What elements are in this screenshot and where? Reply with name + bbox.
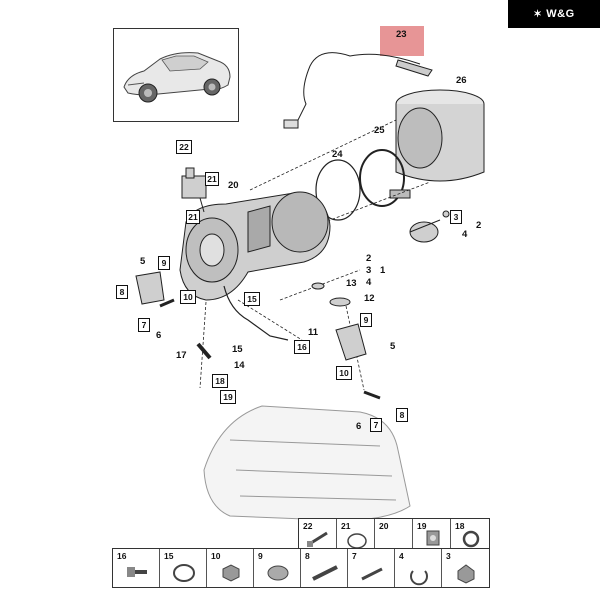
callout-21-bottom: 21 bbox=[186, 210, 200, 224]
banjo-bolt bbox=[196, 342, 212, 360]
callout-13: 13 bbox=[346, 278, 357, 289]
wastegate-actuator bbox=[409, 210, 450, 243]
callout-14: 14 bbox=[234, 360, 245, 371]
callout-12: 12 bbox=[364, 293, 375, 304]
callout-9-left: 9 bbox=[158, 256, 170, 270]
legend-cell-3: 3 bbox=[442, 549, 489, 587]
flange-nut-icon bbox=[267, 565, 289, 581]
gasket-ring bbox=[315, 159, 361, 221]
callout-8-right: 8 bbox=[396, 408, 408, 422]
sensor-cable bbox=[295, 52, 421, 125]
gasket-plate bbox=[135, 271, 165, 305]
turbocharger bbox=[179, 191, 331, 301]
callout-20: 20 bbox=[228, 180, 239, 191]
callout-15-upper: 15 bbox=[244, 292, 260, 306]
banjo-bolt-icon bbox=[426, 530, 440, 546]
callout-10-left: 10 bbox=[180, 290, 196, 304]
stud bbox=[159, 298, 175, 308]
v-band-clamp bbox=[359, 149, 405, 207]
callout-4-turbo: 4 bbox=[366, 277, 372, 288]
threaded-stud-icon bbox=[361, 567, 383, 581]
callout-25: 25 bbox=[374, 125, 385, 136]
callout-6-right: 6 bbox=[356, 421, 362, 432]
callout-17: 17 bbox=[176, 350, 187, 361]
legend-cell-18: 18 bbox=[451, 519, 489, 551]
highlight-marker bbox=[380, 26, 424, 56]
callout-11: 11 bbox=[308, 327, 319, 338]
sensor-plug bbox=[283, 119, 299, 129]
callout-16: 16 bbox=[294, 340, 310, 354]
callout-22: 22 bbox=[176, 140, 192, 154]
parts-legend-top: 22 21 20 19 18 bbox=[298, 518, 490, 552]
legend-cell-19: 19 bbox=[413, 519, 451, 551]
callout-7-right: 7 bbox=[370, 418, 382, 432]
legend-cell-21: 21 bbox=[337, 519, 375, 551]
engine-block bbox=[203, 405, 411, 521]
washer-icon bbox=[173, 564, 195, 582]
stud-bolt-icon bbox=[312, 565, 338, 581]
callout-3-actuator: 3 bbox=[450, 210, 462, 224]
circlip-icon bbox=[410, 570, 428, 586]
brand-badge: ✶ W&G bbox=[508, 0, 600, 28]
catalytic-converter bbox=[395, 89, 485, 182]
callout-5-right: 5 bbox=[390, 341, 396, 352]
car-icon bbox=[123, 52, 231, 103]
oil-feed-line bbox=[223, 285, 289, 341]
parts-legend-bottom: 16 15 10 9 8 7 4 3 bbox=[112, 548, 490, 588]
callout-15-lower: 15 bbox=[232, 344, 243, 355]
vehicle-thumbnail bbox=[113, 28, 239, 122]
legend-cell-20: 20 bbox=[375, 519, 413, 551]
legend-cell-8: 8 bbox=[301, 549, 348, 587]
callout-8-left: 8 bbox=[116, 285, 128, 299]
legend-cell-15: 15 bbox=[160, 549, 207, 587]
callout-4-actuator: 4 bbox=[462, 229, 468, 240]
hollow-bolt-icon bbox=[127, 567, 147, 577]
brand-text: W&G bbox=[546, 8, 575, 20]
callout-7-left: 7 bbox=[138, 318, 150, 332]
nut-icon bbox=[222, 564, 240, 582]
callout-19: 19 bbox=[220, 390, 236, 404]
callout-10-right: 10 bbox=[336, 366, 352, 380]
callout-5-left: 5 bbox=[140, 256, 146, 267]
callout-21-top: 21 bbox=[205, 172, 219, 186]
legend-cell-22: 22 bbox=[299, 519, 337, 551]
legend-cell-7: 7 bbox=[348, 549, 395, 587]
callout-18: 18 bbox=[212, 374, 228, 388]
callout-9-right: 9 bbox=[360, 313, 372, 327]
pressure-sensor bbox=[181, 167, 207, 213]
hex-nut-icon bbox=[457, 564, 475, 584]
legend-cell-10: 10 bbox=[207, 549, 254, 587]
oil-return-pipe bbox=[311, 282, 367, 361]
wing-logo-icon: ✶ bbox=[533, 8, 543, 20]
callout-26: 26 bbox=[456, 75, 467, 86]
callout-1: 1 bbox=[380, 265, 386, 276]
callout-23: 23 bbox=[396, 29, 407, 40]
oxygen-sensor bbox=[395, 59, 433, 77]
sealing-ring-icon bbox=[462, 530, 480, 548]
legend-cell-16: 16 bbox=[113, 549, 160, 587]
stud-lower bbox=[363, 390, 381, 400]
callout-2-turbo: 2 bbox=[366, 253, 372, 264]
bolt-icon bbox=[307, 531, 328, 547]
callout-3-turbo: 3 bbox=[366, 265, 372, 276]
callout-6-left: 6 bbox=[156, 330, 162, 341]
callout-2-actuator: 2 bbox=[476, 220, 482, 231]
callout-24: 24 bbox=[332, 149, 343, 160]
legend-cell-4: 4 bbox=[395, 549, 442, 587]
legend-cell-9: 9 bbox=[254, 549, 301, 587]
